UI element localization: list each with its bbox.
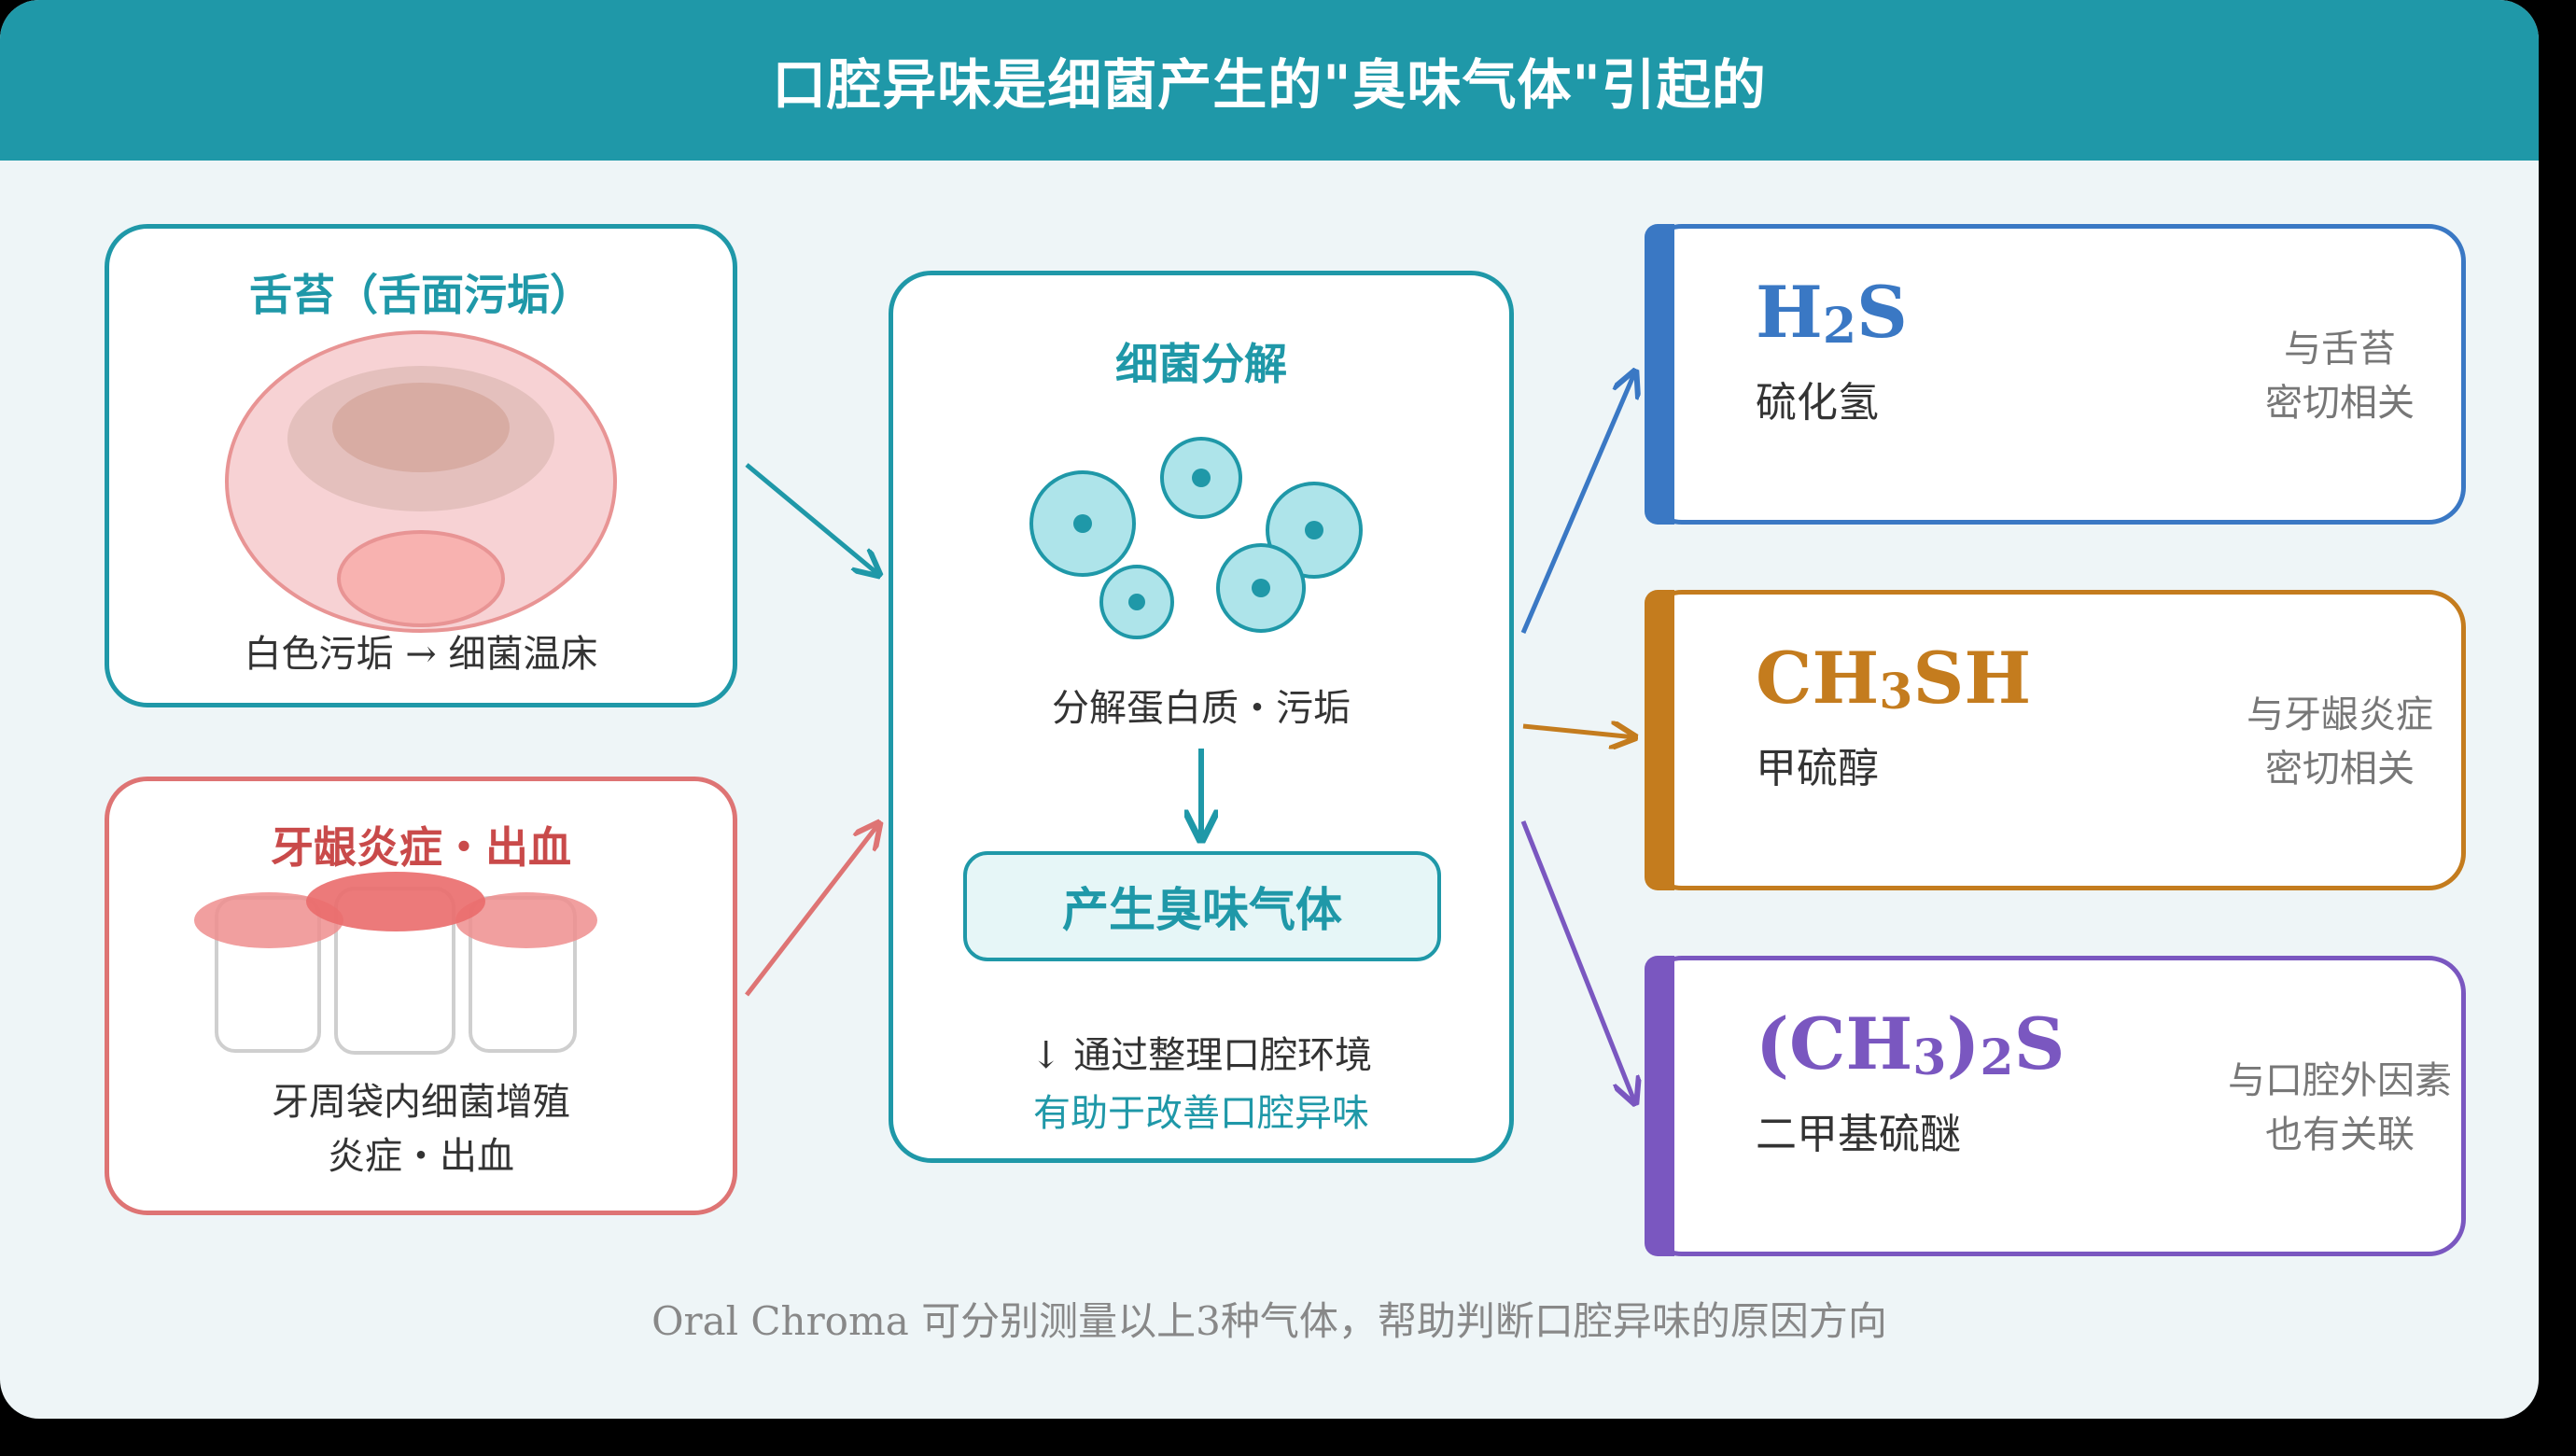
center-tip-line1: ↓ 通过整理口腔环境 xyxy=(1029,1034,1373,1077)
tongue-to-bacteria-arrow xyxy=(745,463,879,575)
gas-name: 硫化氢 xyxy=(1756,379,1879,427)
gas-box-ch3sh: CH3SH 甲硫醇 与牙龈炎症密切相关 xyxy=(1645,590,2466,890)
header-bar: 口腔异味是细菌产生的"臭味气体"引起的 xyxy=(0,0,2539,161)
gas-note: 与舌苔密切相关 xyxy=(2265,328,2415,425)
illustration-layer xyxy=(194,330,2539,1419)
center-tip-line2: 有助于改善口腔异味 xyxy=(1033,1092,1369,1135)
produce-gas-pill: 产生臭味气体 xyxy=(963,851,1441,961)
gas-formula: CH3SH xyxy=(1756,637,2032,721)
gas-formula: (CH3)2S xyxy=(1756,1002,2065,1086)
gum-title: 牙龈炎症・出血 xyxy=(271,822,571,873)
gas-note: 与口腔外因素也有关联 xyxy=(2228,1059,2452,1156)
gas-box-dimethyl-sulfide: (CH3)2S 二甲基硫醚 与口腔外因素也有关联 xyxy=(1645,956,2466,1256)
bacteria-to-ch3sh-arrow xyxy=(1522,726,1635,737)
gum-caption-line1: 牙周袋内细菌增殖 xyxy=(272,1081,570,1124)
gas-accent-bar xyxy=(1645,224,1674,525)
gas-accent-bar xyxy=(1645,956,1674,1256)
tongue-illustration xyxy=(225,330,617,633)
bacteria-to-dms-arrow xyxy=(1520,820,1635,1103)
gas-name: 二甲基硫醚 xyxy=(1756,1111,1961,1158)
produce-gas-label: 产生臭味气体 xyxy=(1062,882,1342,937)
gas-accent-bar xyxy=(1645,590,1674,890)
center-title: 细菌分解 xyxy=(1115,339,1287,389)
diagram-card: 口腔异味是细菌产生的"臭味气体"引起的 舌苔（舌面污垢） 白色污垢 → 细菌温床… xyxy=(0,0,2539,1419)
tongue-caption: 白色污垢 → 细菌温床 xyxy=(244,633,598,676)
gas-box-h2s: H2S 硫化氢 与舌苔密切相关 xyxy=(1645,224,2466,525)
gas-name: 甲硫醇 xyxy=(1756,745,1879,792)
footer-note: Oral Chroma 可分别测量以上3种气体，帮助判断口腔异味的原因方向 xyxy=(651,1298,1887,1344)
page-title: 口腔异味是细菌产生的"臭味气体"引起的 xyxy=(772,53,1767,117)
teeth-gum-illustration xyxy=(194,872,597,1055)
bacteria-illustration xyxy=(1029,437,1363,639)
bacteria-to-h2s-arrow xyxy=(1520,371,1635,634)
gas-note: 与牙龈炎症密切相关 xyxy=(2247,693,2433,791)
center-caption: 分解蛋白质・污垢 xyxy=(1052,687,1351,730)
gum-to-bacteria-arrow xyxy=(745,823,879,997)
gas-formula: H2S xyxy=(1756,271,1908,355)
gum-caption-line2: 炎症・出血 xyxy=(328,1135,514,1178)
tongue-title: 舌苔（舌面污垢） xyxy=(249,270,593,320)
bacteria-decomposition-box xyxy=(889,271,1514,1163)
